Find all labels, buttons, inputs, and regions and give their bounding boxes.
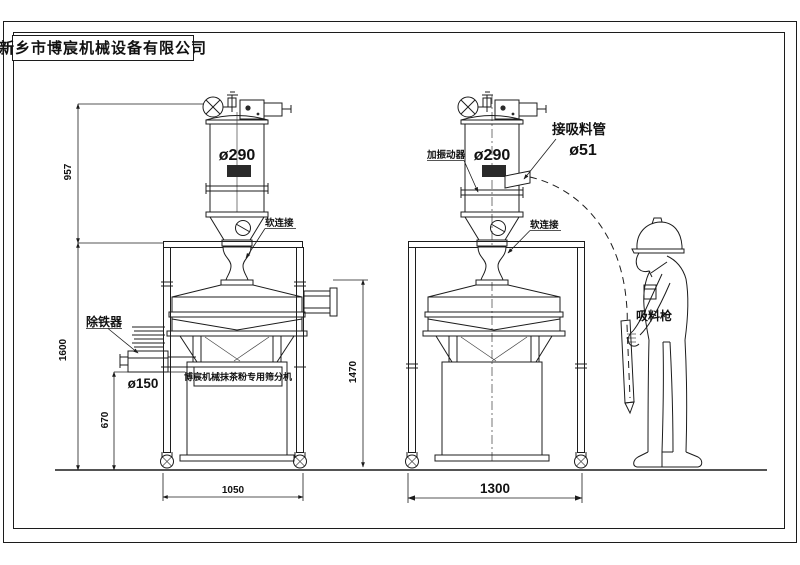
right-diameter-label: ø290 — [474, 147, 511, 164]
worker-figure — [620, 217, 703, 468]
svg-text:1470: 1470 — [348, 360, 359, 383]
dim-1600: 1600 — [58, 242, 80, 471]
caster-wheel — [405, 452, 419, 469]
svg-text:1050: 1050 — [222, 485, 245, 496]
suction-gun — [620, 319, 635, 415]
suction-inlet-connector — [504, 170, 531, 189]
svg-text:670: 670 — [100, 411, 111, 428]
left-machine-body: 博宸机械抹茶粉专用筛分机 — [179, 361, 295, 462]
right-machine-frame — [405, 241, 588, 469]
title-block: 新乡市博宸机械设备有限公司 — [0, 35, 207, 61]
svg-text:1300: 1300 — [480, 481, 510, 496]
brand-nameplate — [482, 165, 506, 177]
company-title: 新乡市博宸机械设备有限公司 — [0, 39, 207, 57]
right-soft-connection-label: 软连接 — [530, 219, 559, 231]
right-sieve-deck — [422, 284, 566, 363]
dim-670: 670 — [100, 371, 185, 471]
dim-1300: 1300 — [407, 473, 583, 503]
left-sieve-deck — [166, 284, 308, 363]
left-side-outlet — [303, 287, 338, 317]
machine-nameplate-text: 博宸机械抹茶粉专用筛分机 — [184, 371, 292, 382]
hard-hat — [631, 217, 685, 254]
left-vacuum-pump — [202, 91, 292, 121]
iron-remover — [119, 326, 196, 373]
left-feeder-cylinder: ø290 — [205, 112, 269, 286]
right-machine-body — [434, 361, 550, 462]
right-feeder-cylinder: ø290 — [460, 95, 531, 462]
border-frame — [3, 21, 797, 543]
iron-remover-label: 除铁器 — [86, 314, 123, 329]
suction-gun-label: 吸料枪 — [636, 308, 672, 323]
worker-face — [635, 252, 653, 278]
right-vacuum-pump — [457, 91, 547, 121]
annotations: 软连接 除铁器 ø150 加振动器 接吸料管 ø51 软连接 吸料枪 — [86, 121, 672, 391]
dim-957: 957 — [63, 103, 204, 244]
iron-remover-diameter-label: ø150 — [128, 376, 159, 391]
dimensions: 957 1600 670 1050 1470 — [58, 103, 583, 503]
worker-shoes — [633, 451, 703, 468]
dim-1050: 1050 — [162, 473, 304, 501]
dim-1470: 1470 — [333, 279, 368, 468]
caster-wheel — [574, 452, 588, 469]
left-diameter-label: ø290 — [219, 147, 256, 164]
caster-wheel — [160, 452, 174, 469]
worker-arm — [626, 273, 671, 347]
svg-text:1600: 1600 — [58, 338, 69, 361]
left-machine: ø290 — [119, 91, 338, 469]
suction-pipe-diameter-label: ø51 — [569, 142, 597, 159]
worker-legs — [647, 339, 688, 453]
caster-wheel — [293, 452, 307, 469]
suction-pipe-label: 接吸料管 — [552, 121, 606, 137]
svg-text:957: 957 — [63, 163, 74, 180]
right-machine: ø290 — [405, 91, 628, 469]
vibrator-label: 加振动器 — [426, 149, 466, 161]
left-soft-connection-label: 软连接 — [265, 217, 294, 229]
worker-torso — [643, 255, 689, 341]
suction-hose — [529, 176, 628, 326]
brand-nameplate — [227, 165, 251, 177]
